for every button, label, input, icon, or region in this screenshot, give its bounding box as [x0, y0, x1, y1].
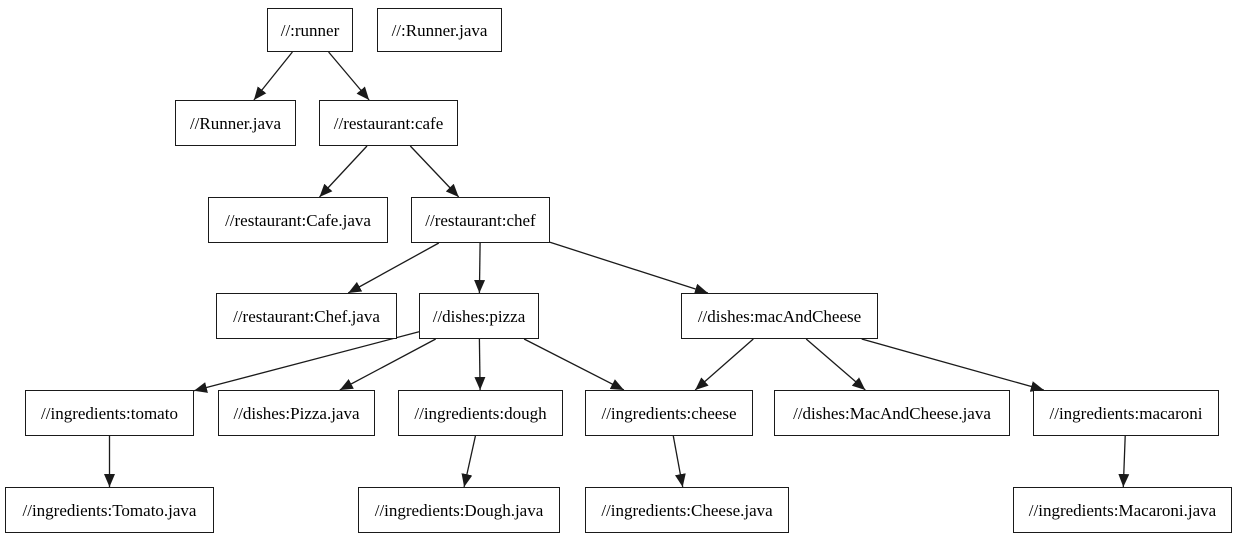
graph-node-label: //ingredients:Macaroni.java — [1028, 500, 1217, 520]
graph-node-label: //restaurant:Cafe.java — [225, 210, 371, 230]
graph-edge-pizza-to-pizza-java — [339, 338, 437, 391]
graph-edge-dough-to-dough-java — [461, 435, 477, 488]
graph-node-tomato-java: //ingredients:Tomato.java — [5, 487, 214, 533]
graph-node-label: //restaurant:chef — [425, 210, 536, 230]
graph-node-label: //Runner.java — [189, 113, 282, 133]
graph-node-label: //dishes:MacAndCheese.java — [793, 403, 991, 423]
graph-node-runner-java: //Runner.java — [175, 100, 296, 146]
graph-node-chef-java: //restaurant:Chef.java — [216, 293, 397, 339]
graph-edge-pizza-to-dough — [474, 338, 486, 391]
graph-node-pizza-java: //dishes:Pizza.java — [218, 390, 375, 436]
graph-node-cheese-java: //ingredients:Cheese.java — [585, 487, 789, 533]
graph-edge-mac-and-cheese-to-macaroni — [861, 338, 1044, 392]
graph-node-cafe-java: //restaurant:Cafe.java — [208, 197, 388, 243]
graph-node-label: //dishes:macAndCheese — [697, 306, 862, 326]
graph-edge-mac-and-cheese-to-mac-and-cheese-java — [805, 338, 866, 391]
graph-node-mac-and-cheese: //dishes:macAndCheese — [681, 293, 878, 339]
graph-node-runner: //:runner — [267, 8, 353, 52]
graph-node-mac-and-cheese-java: //dishes:MacAndCheese.java — [774, 390, 1010, 436]
graph-node-label: //restaurant:Chef.java — [233, 306, 380, 326]
graph-node-label: //ingredients:macaroni — [1049, 403, 1203, 423]
graph-node-label: //dishes:pizza — [432, 306, 526, 326]
graph-edge-pizza-to-tomato — [193, 331, 420, 393]
graph-node-label: //ingredients:cheese — [601, 403, 737, 423]
graph-node-macaroni: //ingredients:macaroni — [1033, 390, 1219, 436]
graph-edge-cafe-to-chef — [409, 145, 460, 198]
graph-edge-chef-to-pizza — [474, 242, 486, 294]
graph-edge-macaroni-to-macaroni-java — [1118, 435, 1130, 488]
graph-node-dough-java: //ingredients:Dough.java — [358, 487, 560, 533]
graph-node-label: //ingredients:tomato — [41, 403, 178, 423]
graph-node-label: //ingredients:Tomato.java — [22, 500, 197, 520]
graph-node-label: //ingredients:dough — [414, 403, 547, 423]
graph-node-pizza: //dishes:pizza — [419, 293, 539, 339]
graph-node-label: //restaurant:cafe — [333, 113, 444, 133]
graph-node-label: //ingredients:Dough.java — [374, 500, 544, 520]
graph-node-chef: //restaurant:chef — [411, 197, 550, 243]
graph-edge-runner-to-runner-java — [253, 51, 293, 101]
graph-node-dough: //ingredients:dough — [398, 390, 563, 436]
graph-edge-chef-to-chef-java — [347, 242, 440, 294]
graph-node-label: //ingredients:Cheese.java — [601, 500, 773, 520]
graph-node-label: //:Runner.java — [391, 20, 488, 40]
graph-node-cafe: //restaurant:cafe — [319, 100, 458, 146]
graph-edge-mac-and-cheese-to-cheese — [694, 338, 754, 391]
graph-edge-chef-to-mac-and-cheese — [549, 241, 709, 295]
graph-edge-cheese-to-cheese-java — [672, 435, 686, 488]
graph-node-tomato: //ingredients:tomato — [25, 390, 194, 436]
graph-node-cheese: //ingredients:cheese — [585, 390, 753, 436]
graph-edge-pizza-to-cheese — [523, 338, 625, 391]
graph-node-runner-java-src: //:Runner.java — [377, 8, 502, 52]
graph-node-label: //dishes:Pizza.java — [233, 403, 360, 423]
graph-node-label: //:runner — [280, 20, 340, 40]
graph-node-macaroni-java: //ingredients:Macaroni.java — [1013, 487, 1232, 533]
graph-edge-runner-to-cafe — [328, 51, 370, 101]
graph-edge-cafe-to-cafe-java — [319, 145, 368, 198]
